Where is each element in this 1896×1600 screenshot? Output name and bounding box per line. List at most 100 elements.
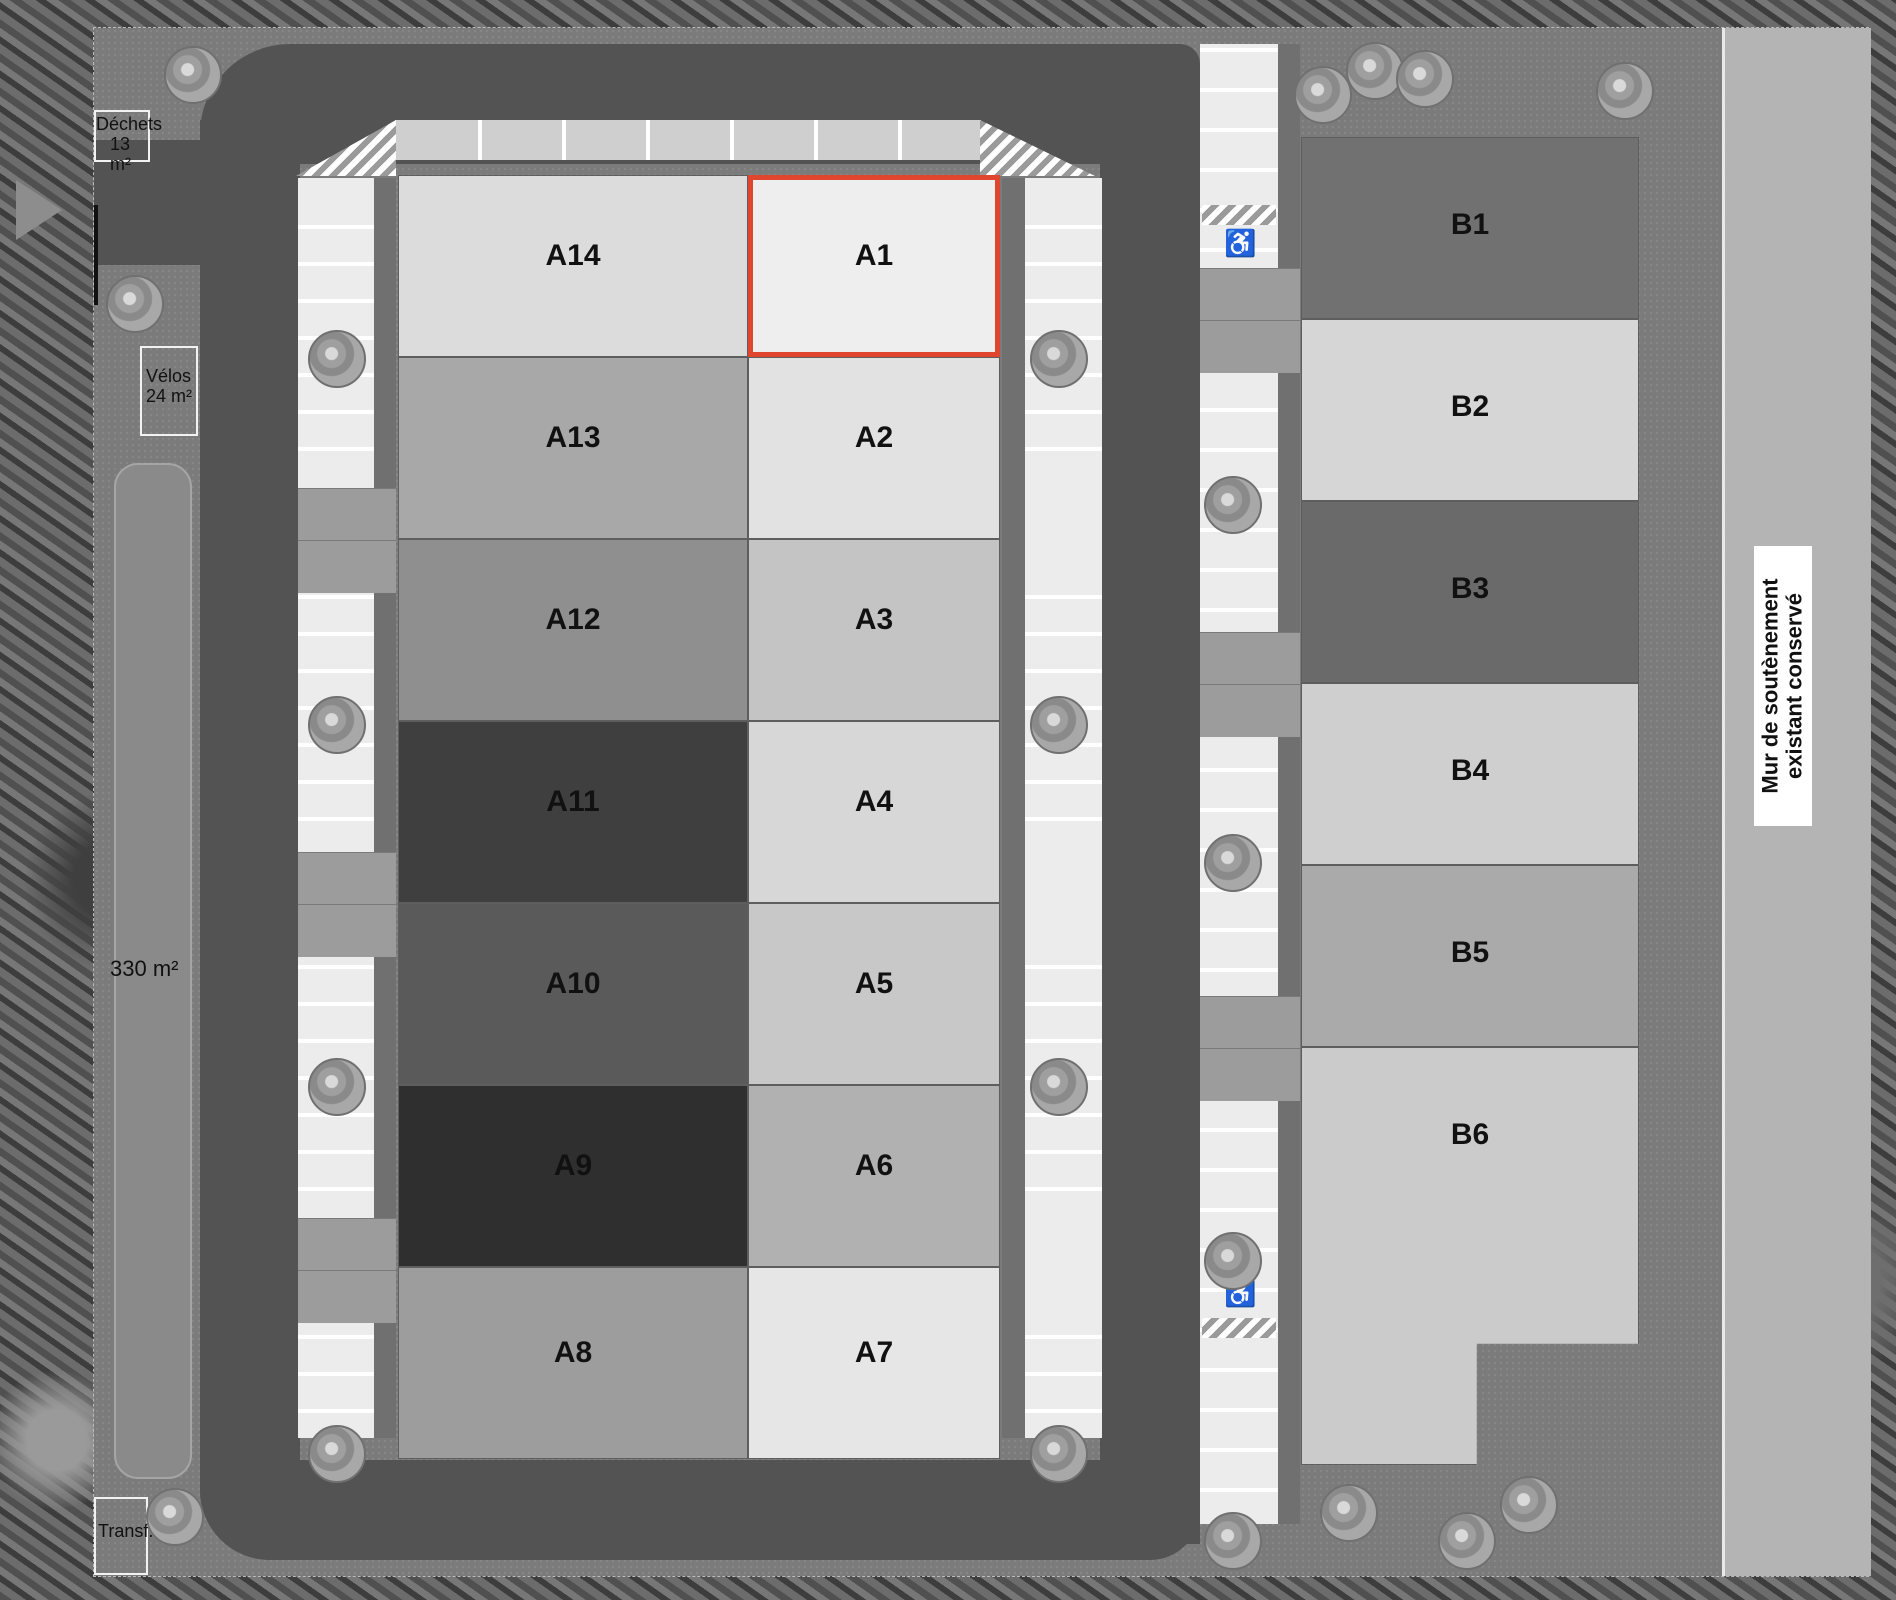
parking-line xyxy=(1200,128,1278,132)
parking-line xyxy=(1200,1488,1278,1492)
parking-line xyxy=(1025,1409,1102,1413)
tree-icon xyxy=(1294,66,1352,124)
parking-line xyxy=(898,120,902,160)
parking-line xyxy=(1025,595,1102,599)
parking-line xyxy=(1025,1150,1102,1154)
driveway-block xyxy=(298,852,396,905)
lot-a13[interactable]: A13 xyxy=(398,357,748,539)
tree-icon xyxy=(1438,1512,1496,1570)
lot-b2[interactable]: B2 xyxy=(1301,319,1639,501)
parking-line xyxy=(298,1002,374,1006)
driveway-block xyxy=(298,488,396,541)
waste-area-box: Déchets 13 m² xyxy=(94,110,162,174)
lot-a10[interactable]: A10 xyxy=(398,903,748,1085)
parking-line xyxy=(1025,262,1102,266)
parking-line xyxy=(298,262,374,266)
parking-line xyxy=(1025,225,1102,229)
lot-a14[interactable]: A14 xyxy=(398,175,748,357)
lot-a11[interactable]: A11 xyxy=(398,721,748,903)
tree-icon xyxy=(1030,1058,1088,1116)
parking-line xyxy=(298,1187,374,1191)
parking-line xyxy=(298,1150,374,1154)
tree-icon xyxy=(1030,330,1088,388)
lot-a7[interactable]: A7 xyxy=(748,1267,1000,1459)
lot-b5[interactable]: B5 xyxy=(1301,865,1639,1047)
bike-area-name: Vélos xyxy=(146,366,192,386)
lot-a2[interactable]: A2 xyxy=(748,357,1000,539)
transformer-label: Transf. xyxy=(98,1521,154,1541)
lot-a3[interactable]: A3 xyxy=(748,539,1000,721)
parking-line xyxy=(1200,48,1278,52)
parking-line xyxy=(1200,1208,1278,1212)
parking-line xyxy=(298,225,374,229)
driveway-block xyxy=(298,904,396,957)
retaining-wall-line-2: existant conservé xyxy=(1782,593,1808,779)
tree-icon xyxy=(1320,1484,1378,1542)
tree-icon xyxy=(1030,1425,1088,1483)
driveway-block xyxy=(1200,684,1300,737)
parking-line xyxy=(1025,1039,1102,1043)
parking-line xyxy=(298,1409,374,1413)
driveway-block xyxy=(1200,996,1300,1049)
lot-a8[interactable]: A8 xyxy=(398,1267,748,1459)
parking-top-strip xyxy=(395,120,980,160)
parking-line xyxy=(1025,1187,1102,1191)
tree-icon xyxy=(1346,42,1404,100)
parking-line xyxy=(478,120,482,160)
lot-a12[interactable]: A12 xyxy=(398,539,748,721)
lot-a1[interactable]: A1 xyxy=(748,175,1000,357)
wheelchair-icon: ♿ xyxy=(1224,228,1257,258)
parking-right-curb xyxy=(1002,178,1025,1438)
tree-icon xyxy=(164,46,222,104)
lot-a4[interactable]: A4 xyxy=(748,721,1000,903)
parking-line xyxy=(1200,408,1278,412)
parking-line xyxy=(298,965,374,969)
tree-icon xyxy=(1596,62,1654,120)
tree-icon xyxy=(308,1425,366,1483)
parking-line xyxy=(1025,447,1102,451)
tree-icon xyxy=(1204,834,1262,892)
parking-line xyxy=(1200,248,1278,252)
parking-line xyxy=(1200,1368,1278,1372)
parking-line xyxy=(1200,568,1278,572)
retaining-wall-line-1: Mur de soutènement xyxy=(1758,578,1784,794)
parking-line xyxy=(1200,1408,1278,1412)
lot-b4[interactable]: B4 xyxy=(1301,683,1639,865)
driveway-block xyxy=(298,1270,396,1323)
driveway-block xyxy=(1200,1048,1300,1101)
lot-b1[interactable]: B1 xyxy=(1301,137,1639,319)
road-entry-curb xyxy=(94,205,98,305)
driveway-block xyxy=(298,540,396,593)
green-area xyxy=(114,463,192,1479)
tree-icon xyxy=(1204,476,1262,534)
driveway-block xyxy=(1200,320,1300,373)
bike-area-size: 24 m² xyxy=(146,386,193,406)
road-bottom xyxy=(200,1460,1200,1560)
parking-line xyxy=(298,780,374,784)
tree-icon xyxy=(1204,1512,1262,1570)
lot-a9[interactable]: A9 xyxy=(398,1085,748,1267)
parking-line xyxy=(1025,669,1102,673)
parking-line xyxy=(1200,1168,1278,1172)
retaining-wall-label: Mur de soutènement existant conservé xyxy=(1754,546,1812,826)
parking-line xyxy=(1200,88,1278,92)
parking-line xyxy=(1200,168,1278,172)
tree-icon xyxy=(146,1488,204,1546)
parking-line xyxy=(298,669,374,673)
parking-line xyxy=(646,120,650,160)
driveway-block xyxy=(1200,268,1300,321)
entry-arrow-icon xyxy=(16,180,62,240)
parking-line xyxy=(298,1039,374,1043)
parking-right-column xyxy=(1025,178,1102,1438)
lot-a5[interactable]: A5 xyxy=(748,903,1000,1085)
bike-area-box: Vélos 24 m² xyxy=(140,346,198,436)
parking-line xyxy=(1025,1335,1102,1339)
lot-a6[interactable]: A6 xyxy=(748,1085,1000,1267)
parking-line xyxy=(1200,1128,1278,1132)
parking-line xyxy=(298,447,374,451)
tree-icon xyxy=(1204,1232,1262,1290)
parking-line xyxy=(1025,965,1102,969)
driveway-block xyxy=(1200,632,1300,685)
parking-line xyxy=(1200,808,1278,812)
lot-b3[interactable]: B3 xyxy=(1301,501,1639,683)
